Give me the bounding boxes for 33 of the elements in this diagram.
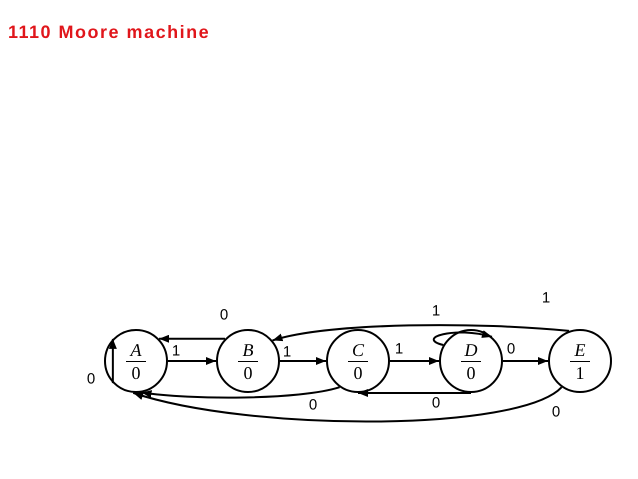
state-output: 0 bbox=[244, 364, 252, 382]
transition-arrow bbox=[390, 357, 439, 365]
state-name: B bbox=[242, 340, 254, 358]
edge-label: 1 bbox=[542, 290, 550, 306]
state-name: A bbox=[130, 340, 142, 358]
edge-label: 0 bbox=[432, 396, 440, 410]
edge-label: 1 bbox=[282, 344, 292, 360]
transition-arrow bbox=[503, 357, 548, 365]
state-output: 0 bbox=[466, 364, 476, 382]
transition-arrow bbox=[272, 324, 570, 342]
transition-arrow bbox=[168, 357, 216, 365]
transition-arrow bbox=[280, 357, 326, 365]
edge-label: 0 bbox=[308, 398, 318, 412]
transition-arrow bbox=[132, 386, 562, 422]
self-loop-arrow bbox=[432, 330, 492, 346]
state-output: 0 bbox=[132, 364, 140, 382]
edge-label: 1 bbox=[394, 342, 404, 356]
state-name: C bbox=[352, 340, 364, 358]
title: 1110 Moore machine bbox=[8, 21, 210, 44]
edge-label: 0 bbox=[506, 342, 516, 356]
transition-arrow bbox=[358, 389, 471, 397]
self-loop-arrow bbox=[108, 338, 117, 384]
state-output: 0 bbox=[354, 364, 362, 382]
edge-label: 1 bbox=[172, 344, 180, 358]
edge-label: 1 bbox=[432, 304, 440, 318]
edge-label: 0 bbox=[552, 404, 560, 420]
state-output: 1 bbox=[576, 364, 584, 382]
state-name: D bbox=[464, 340, 478, 358]
transition-arrow bbox=[159, 334, 225, 343]
edge-label: 0 bbox=[220, 308, 228, 322]
state-name: E bbox=[574, 340, 586, 358]
transition-arrow bbox=[141, 386, 340, 399]
edge-label: 0 bbox=[86, 372, 96, 386]
